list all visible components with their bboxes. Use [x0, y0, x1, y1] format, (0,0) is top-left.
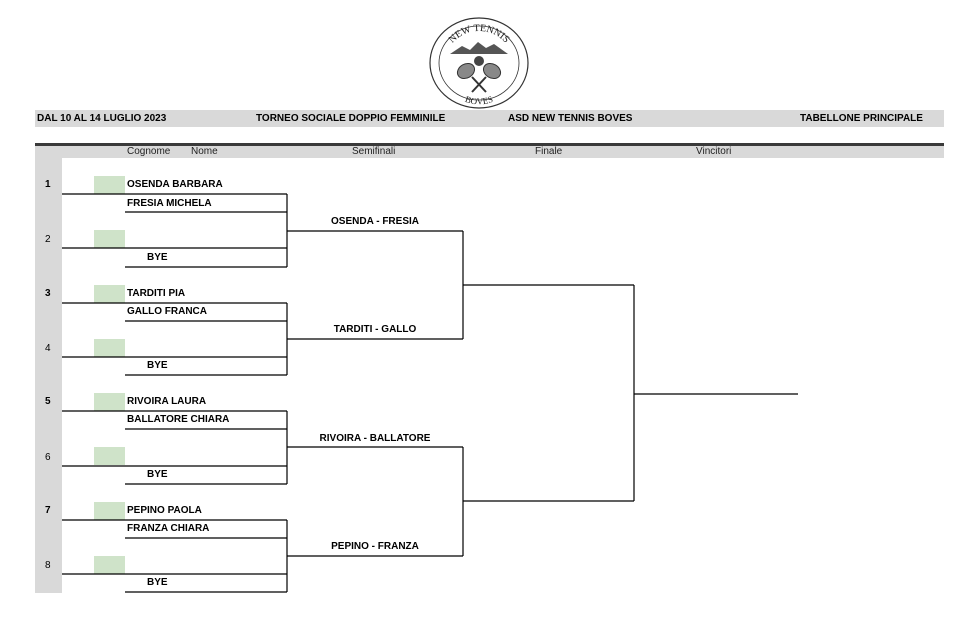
- player-name: BYE: [147, 360, 168, 371]
- number-strip: [35, 158, 62, 593]
- tournament-name: TORNEO SOCIALE DOPPIO FEMMINILE: [256, 113, 446, 124]
- semifinalist-name: PEPINO - FRANZA: [331, 541, 419, 552]
- club-name: ASD NEW TENNIS BOVES: [508, 113, 633, 124]
- player-name: BYE: [147, 252, 168, 263]
- player-name: GALLO FRANCA: [127, 306, 207, 317]
- semifinalist-name: TARDITI - GALLO: [333, 324, 417, 335]
- semifinalist-name: OSENDA - FRESIA: [331, 216, 419, 227]
- player-name: BYE: [147, 469, 168, 480]
- seed-box: [94, 556, 125, 574]
- seed-box: [94, 502, 125, 520]
- seed-box: [94, 176, 125, 194]
- svg-text:BOVES: BOVES: [464, 94, 494, 106]
- entry-number: 7: [45, 505, 51, 516]
- player-name: OSENDA BARBARA: [127, 179, 223, 190]
- entry-number: 1: [45, 179, 51, 190]
- player-name: BYE: [147, 577, 168, 588]
- entry-number: 3: [45, 288, 51, 299]
- entry-number: 8: [45, 560, 51, 571]
- seed-box: [94, 393, 125, 411]
- tournament-dates: DAL 10 AL 14 LUGLIO 2023: [37, 113, 167, 124]
- racket-icon: [482, 62, 502, 80]
- tennis-ball-icon: [474, 56, 484, 66]
- player-name: TARDITI PIA: [127, 288, 186, 299]
- player-name: PEPINO PAOLA: [127, 505, 202, 516]
- racket-icon: [456, 62, 476, 80]
- player-name: BALLATORE CHIARA: [127, 414, 230, 425]
- seed-box: [94, 230, 125, 248]
- col-semifinali: Semifinali: [352, 146, 396, 157]
- divider-rule: [35, 143, 944, 146]
- entry-number: 5: [45, 396, 51, 407]
- seed-box: [94, 447, 125, 465]
- col-cognome: Cognome: [127, 146, 171, 157]
- seed-box: [94, 285, 125, 303]
- draw-title: TABELLONE PRINCIPALE: [800, 113, 923, 124]
- semifinalist-name: RIVOIRA - BALLATORE: [319, 433, 431, 444]
- col-finale: Finale: [535, 146, 563, 157]
- entry-number: 4: [45, 343, 51, 354]
- player-name: FRANZA CHIARA: [127, 523, 210, 534]
- club-logo: NEW TENNIS BOVES: [429, 17, 529, 109]
- entry-number: 2: [45, 234, 51, 245]
- seed-box: [94, 339, 125, 357]
- col-vincitori: Vincitori: [696, 146, 732, 157]
- header-band: [35, 110, 944, 127]
- mountain-icon: [450, 42, 508, 54]
- player-name: RIVOIRA LAURA: [127, 396, 207, 407]
- player-name: FRESIA MICHELA: [127, 198, 212, 209]
- entry-number: 6: [45, 452, 51, 463]
- column-header-band: [35, 146, 944, 158]
- logo-bottom-text: BOVES: [464, 94, 494, 106]
- col-nome: Nome: [191, 146, 218, 157]
